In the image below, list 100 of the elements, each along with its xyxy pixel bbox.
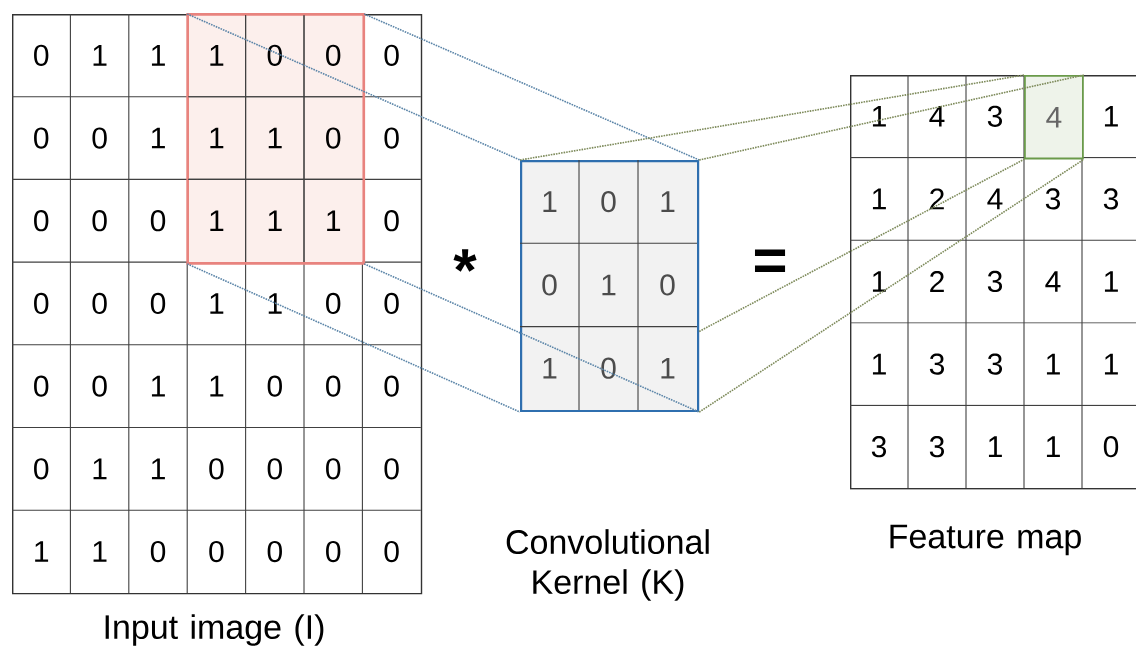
projection-line xyxy=(186,263,521,413)
grid-cell: 1 xyxy=(872,188,886,210)
grid-cell: 0 xyxy=(150,540,166,563)
grid-cell: 1 xyxy=(1104,353,1118,375)
grid-cell: 0 xyxy=(267,540,282,563)
grid xyxy=(11,13,423,646)
grid-cell: 0 xyxy=(267,458,282,480)
grid-cell: 3 xyxy=(929,353,945,375)
grid-cell: 0 xyxy=(209,540,224,563)
grid-cell: 0 xyxy=(34,210,49,232)
grid-cell: 0 xyxy=(267,44,282,66)
grid-cell: 1 xyxy=(93,45,107,66)
grid-cell: 0 xyxy=(92,127,107,149)
grid-cell: 0 xyxy=(92,210,107,232)
grid-cell: 0 xyxy=(34,375,49,397)
grid-cell: 1 xyxy=(210,45,224,66)
grid-cell: 0 xyxy=(92,292,107,315)
grid-cell: 0 xyxy=(34,127,49,149)
grid-cell: 1 xyxy=(1046,353,1060,375)
grid-cell: 0 xyxy=(326,292,341,315)
grid-cell: 1 xyxy=(210,127,224,149)
grid-cell: 4 xyxy=(1045,271,1061,292)
grid-cell: 1 xyxy=(327,210,341,232)
grid-cell: 0 xyxy=(384,292,399,315)
grid-cell: 1 xyxy=(268,127,282,149)
grid-cell: 0 xyxy=(209,458,224,480)
grid-cell: 0 xyxy=(326,127,341,149)
grid-cell: 3 xyxy=(929,436,945,458)
grid-cell: 4 xyxy=(987,188,1003,210)
grid-cell: 3 xyxy=(1103,188,1119,210)
grid-cell: 1 xyxy=(268,293,282,314)
grid-cell: 1 xyxy=(543,357,557,379)
grid-cell: 0 xyxy=(34,292,49,315)
grid-cell: 1 xyxy=(988,436,1002,457)
sliding-window xyxy=(186,13,366,265)
grid-cell: 0 xyxy=(267,375,282,397)
grid-cell: 3 xyxy=(987,270,1003,293)
grid-cell: 1 xyxy=(1104,106,1118,127)
grid-cell: 3 xyxy=(871,436,887,458)
grid-cell: 0 xyxy=(384,375,399,397)
grid-cell: 0 xyxy=(326,540,341,563)
grid-cell: 0 xyxy=(384,540,399,563)
operator-symbol: = xyxy=(755,249,786,273)
grid-cell: 0 xyxy=(92,375,107,397)
operator-symbol: * xyxy=(453,249,477,272)
grid-cell: 1 xyxy=(1046,436,1060,457)
grid-cell: 0 xyxy=(150,210,166,232)
grid-label: Feature map xyxy=(890,524,1081,556)
projection-line xyxy=(363,263,700,413)
grid-cell: 0 xyxy=(384,210,399,232)
grid-cell: 1 xyxy=(602,274,616,296)
grid-cell: 0 xyxy=(384,44,399,66)
projection-line xyxy=(186,13,521,161)
grid-cell: 1 xyxy=(872,271,886,292)
grid-cell: 0 xyxy=(34,458,49,480)
grid-cell: 0 xyxy=(34,44,49,66)
grid-cell: 0 xyxy=(601,191,616,213)
grid-cell: 1 xyxy=(210,210,224,232)
grid-cell: 1 xyxy=(35,541,49,562)
grid-cell: 1 xyxy=(93,458,107,480)
grid-cell: 0 xyxy=(150,292,166,315)
highlighted-cell: 4 xyxy=(1024,75,1084,160)
grid xyxy=(506,159,709,601)
grid-cell: 1 xyxy=(543,191,557,212)
projection-line xyxy=(519,74,1025,161)
grid-cell: 1 xyxy=(1104,271,1118,292)
grid-cell: 0 xyxy=(384,458,399,480)
grid-cell: 1 xyxy=(661,191,675,212)
grid-cell: 0 xyxy=(384,127,399,149)
grid-label: Input image (I) xyxy=(105,614,324,646)
grid-cell: 1 xyxy=(268,210,282,232)
grid-cell: 1 xyxy=(93,541,107,562)
grid-cell: 0 xyxy=(326,458,341,480)
grid-label: Convolutional Kernel (K) xyxy=(506,529,709,601)
grid-cell: 1 xyxy=(661,357,675,379)
grid-cell: 4 xyxy=(929,106,945,127)
grid-cell: 0 xyxy=(542,274,557,296)
grid-cell: 1 xyxy=(210,375,224,397)
grid-cell: 1 xyxy=(210,293,224,314)
grid-cell: 2 xyxy=(930,271,944,292)
grid-cell: 0 xyxy=(1103,436,1119,458)
grid-cell: 0 xyxy=(326,375,341,397)
grid-cell: 3 xyxy=(1045,188,1061,210)
grid-cell: 1 xyxy=(872,353,886,375)
grid-cell: 1 xyxy=(151,127,165,149)
projection-line xyxy=(363,13,700,161)
grid-cell: 3 xyxy=(987,105,1003,127)
projection-line xyxy=(698,158,1085,413)
grid-cell: 1 xyxy=(151,458,165,480)
grid-cell: 1 xyxy=(151,375,165,397)
grid-cell: 2 xyxy=(930,188,944,210)
grid-cell: 0 xyxy=(660,274,675,296)
grid xyxy=(849,74,1136,556)
grid-cell: 0 xyxy=(326,44,341,66)
grid-cell: 1 xyxy=(151,45,165,66)
projection-line xyxy=(698,74,1085,161)
grid-cell: 0 xyxy=(601,357,616,379)
grid-cell: 1 xyxy=(872,106,886,127)
projection-line xyxy=(698,158,1025,333)
grid-cell: 3 xyxy=(987,353,1003,375)
